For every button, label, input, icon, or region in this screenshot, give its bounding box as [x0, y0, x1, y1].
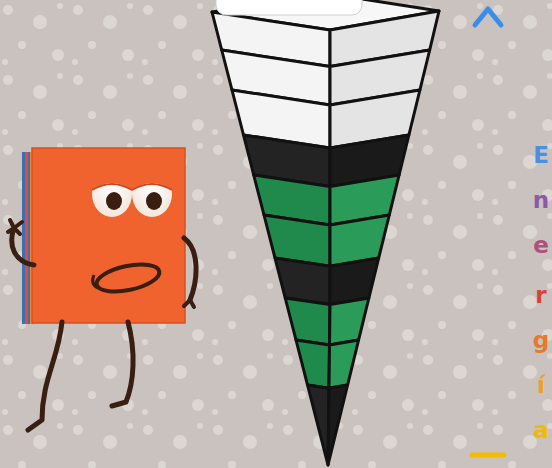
- axis-letter: a: [528, 416, 552, 444]
- axis-letter: g: [528, 326, 552, 354]
- energy-pyramid: [212, 0, 439, 465]
- axis-letter: í: [528, 371, 552, 399]
- axis-letter: E: [528, 141, 552, 169]
- axis-letter: n: [528, 186, 552, 214]
- axis-letter: e: [528, 231, 552, 259]
- axis-letter: r: [528, 281, 552, 309]
- top-tag: [216, 0, 362, 15]
- cartoon-character: [8, 148, 196, 430]
- energy-arrow: [472, 9, 504, 455]
